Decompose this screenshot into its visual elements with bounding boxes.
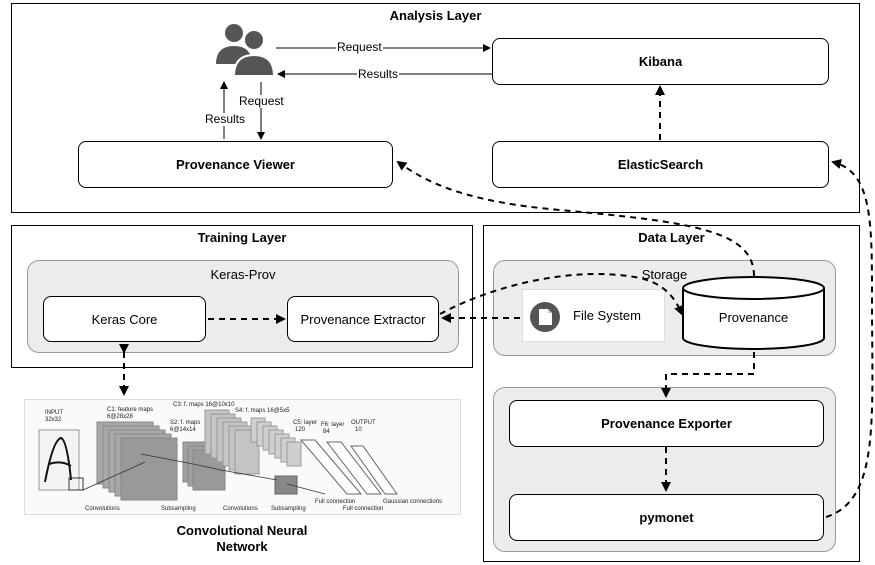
provenance-db-label: Provenance — [718, 310, 789, 325]
provenance-extractor-node[interactable]: Provenance Extractor — [287, 296, 439, 342]
cnn-input-label: INPUT — [45, 410, 63, 416]
file-system-label: File System — [573, 308, 641, 323]
kibana-node[interactable]: Kibana — [492, 38, 829, 85]
cnn-c3-label: C3: f. maps 16@10x10 — [173, 402, 235, 408]
cnn-f6-size: 84 — [323, 429, 330, 435]
storage-title: Storage — [641, 267, 688, 282]
file-icon — [529, 301, 561, 333]
pymonet-label: pymonet — [639, 510, 694, 525]
provenance-viewer-label: Provenance Viewer — [176, 157, 295, 172]
edge-label-results-side: Results — [204, 112, 247, 126]
cnn-convolutions-1: Convolutions — [85, 506, 120, 512]
cnn-output-size: 10 — [355, 427, 362, 433]
cnn-subsampling-2: Subsampling — [271, 506, 306, 512]
cnn-c1-size: 6@28x28 — [107, 414, 133, 420]
edge-label-request-side: Request — [238, 94, 285, 108]
cnn-subsampling-1: Subsampling — [161, 506, 196, 512]
edge-extractor-to-provenance — [439, 273, 684, 316]
cnn-figure: INPUT 32x32 C1: feature maps 6@28x28 S2:… — [24, 399, 461, 515]
provenance-db-node[interactable]: Provenance — [682, 276, 825, 352]
elasticsearch-label: ElasticSearch — [617, 157, 704, 172]
cnn-gaussian: Gaussian connections — [383, 499, 443, 505]
cnn-input-size: 32x32 — [45, 417, 62, 423]
kibana-label: Kibana — [638, 54, 683, 69]
edge-provenance-to-viewer — [396, 160, 755, 277]
cnn-s2-label: S2: f. maps — [170, 420, 201, 426]
cnn-convolutions-2: Convolutions — [223, 506, 258, 512]
provenance-viewer-node[interactable]: Provenance Viewer — [78, 141, 393, 188]
edge-provenance-to-exporter — [661, 352, 755, 398]
cnn-c5-size: 120 — [295, 427, 306, 433]
provenance-extractor-label: Provenance Extractor — [300, 311, 426, 327]
training-layer-title: Training Layer — [197, 230, 287, 245]
cnn-output-label: OUTPUT — [351, 420, 376, 426]
data-layer-title: Data Layer — [638, 230, 705, 245]
provenance-exporter-label: Provenance Exporter — [601, 416, 732, 431]
edge-pymonet-to-elasticsearch — [825, 159, 874, 518]
cnn-full-connection-1: Full connection — [315, 499, 356, 505]
cnn-s2-size: 6@14x14 — [170, 427, 196, 433]
pymonet-node[interactable]: pymonet — [509, 494, 824, 541]
keras-core-label: Keras Core — [91, 311, 158, 327]
file-system-node[interactable]: File System — [522, 289, 665, 342]
provenance-exporter-node[interactable]: Provenance Exporter — [509, 400, 824, 447]
cnn-caption: Convolutional Neural Network — [176, 523, 308, 554]
cnn-s4-label: S4: f. maps 16@5x5 — [235, 408, 290, 414]
keras-prov-title: Keras-Prov — [210, 267, 276, 282]
cnn-c1-label: C1: feature maps — [107, 407, 154, 413]
edge-label-request-top: Request — [336, 40, 383, 54]
edge-label-results-top: Results — [357, 67, 400, 81]
analysis-layer-title: Analysis Layer — [389, 8, 482, 23]
cnn-c5-label: C5: layer — [293, 420, 318, 426]
elasticsearch-node[interactable]: ElasticSearch — [492, 141, 829, 188]
keras-core-node[interactable]: Keras Core — [43, 296, 206, 342]
cnn-f6-label: F6: layer — [321, 422, 345, 428]
cnn-full-connection-2: Full connection — [343, 506, 384, 512]
users-icon — [214, 20, 276, 78]
